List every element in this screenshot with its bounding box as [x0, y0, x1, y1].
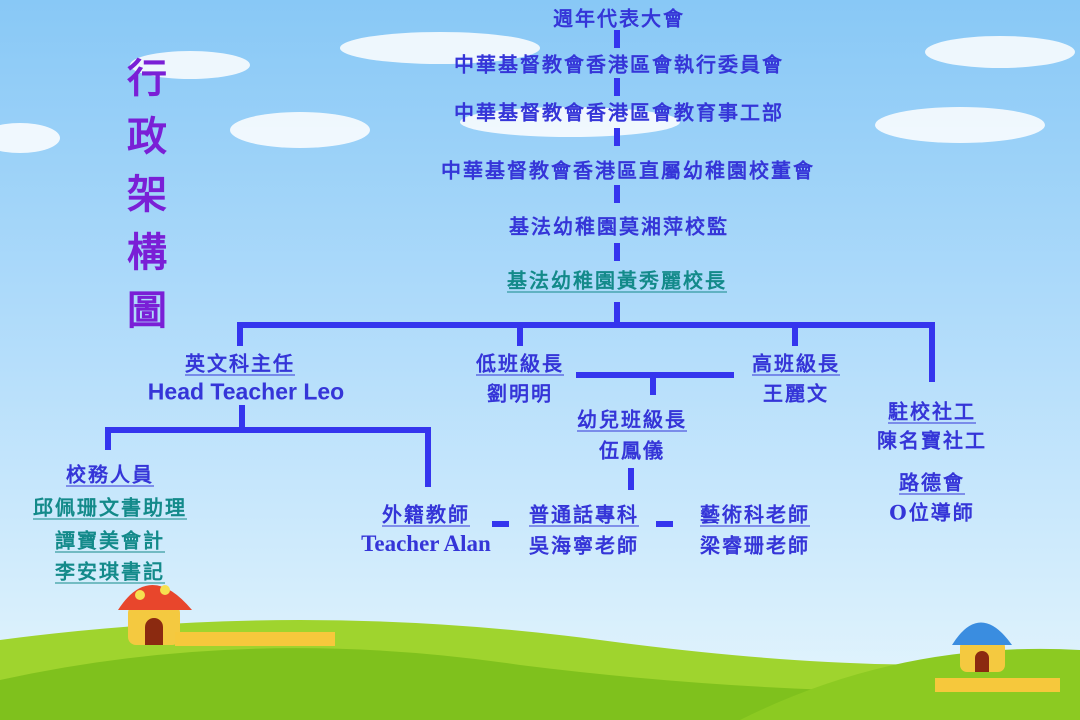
- foreign-teacher-name: Teacher Alan: [361, 531, 491, 556]
- putonghua-role[interactable]: 普通話專科: [529, 502, 639, 527]
- node-general-assembly: 週年代表大會: [553, 6, 685, 31]
- node-principal-link[interactable]: 基法幼稚園黃秀麗校長: [507, 268, 727, 293]
- node-school-board: 中華基督教會香港區直屬幼稚園校董會: [441, 158, 815, 183]
- english-head-role[interactable]: 英文科主任: [185, 351, 295, 376]
- connector: [237, 322, 243, 346]
- connector: [614, 185, 620, 203]
- connector: [656, 521, 673, 527]
- node-executive-committee: 中華基督教會香港區會執行委員會: [454, 52, 784, 77]
- connector: [492, 521, 509, 527]
- connector: [237, 322, 935, 328]
- k3-head-name: 王麗文: [763, 381, 829, 406]
- social-worker-role[interactable]: 駐校社工: [888, 399, 976, 424]
- putonghua-name: 吳海寧老師: [529, 533, 639, 558]
- connector: [425, 427, 431, 487]
- k1-head-name: 劉明明: [487, 381, 553, 406]
- foreign-teacher-role[interactable]: 外籍教師: [382, 502, 470, 527]
- school-staff-role[interactable]: 校務人員: [66, 462, 154, 487]
- connector: [792, 322, 798, 346]
- node-education-dept: 中華基督教會香港區會教育事工部: [454, 100, 784, 125]
- connector: [614, 302, 620, 326]
- social-worker-name: 陳名寶社工: [877, 428, 987, 453]
- k1-head-role[interactable]: 低班級長: [476, 351, 564, 376]
- connector: [650, 372, 656, 395]
- k3-head-role[interactable]: 高班級長: [752, 351, 840, 376]
- connector: [614, 30, 620, 48]
- nursery-head-role[interactable]: 幼兒班級長: [577, 407, 687, 432]
- staff-member[interactable]: 譚寶美會計: [55, 528, 165, 553]
- english-head-name: Head Teacher Leo: [147, 378, 345, 405]
- connector: [614, 128, 620, 146]
- connector: [614, 78, 620, 96]
- art-name: 梁睿珊老師: [700, 533, 810, 558]
- connector: [614, 243, 620, 261]
- art-role[interactable]: 藝術科老師: [700, 502, 810, 527]
- staff-member[interactable]: 邱佩珊文書助理: [33, 495, 187, 520]
- page-title: 行政架構圖: [127, 55, 167, 334]
- mushroom-house-left-icon: [118, 585, 192, 645]
- clouds: [0, 32, 1075, 153]
- connector: [105, 427, 111, 450]
- connector: [628, 468, 634, 490]
- connector: [517, 322, 523, 346]
- nursery-head-name: 伍鳳儀: [599, 438, 665, 463]
- connector: [929, 322, 935, 382]
- mushroom-house-right-icon: [952, 622, 1012, 672]
- node-supervisor: 基法幼稚園莫湘萍校監: [509, 214, 729, 239]
- connector: [239, 405, 245, 431]
- fences: [175, 632, 1060, 692]
- social-worker-mentor: O位導師: [889, 500, 975, 525]
- social-worker-org[interactable]: 路德會: [899, 470, 965, 495]
- staff-member[interactable]: 李安琪書記: [55, 559, 165, 584]
- connector: [105, 427, 431, 433]
